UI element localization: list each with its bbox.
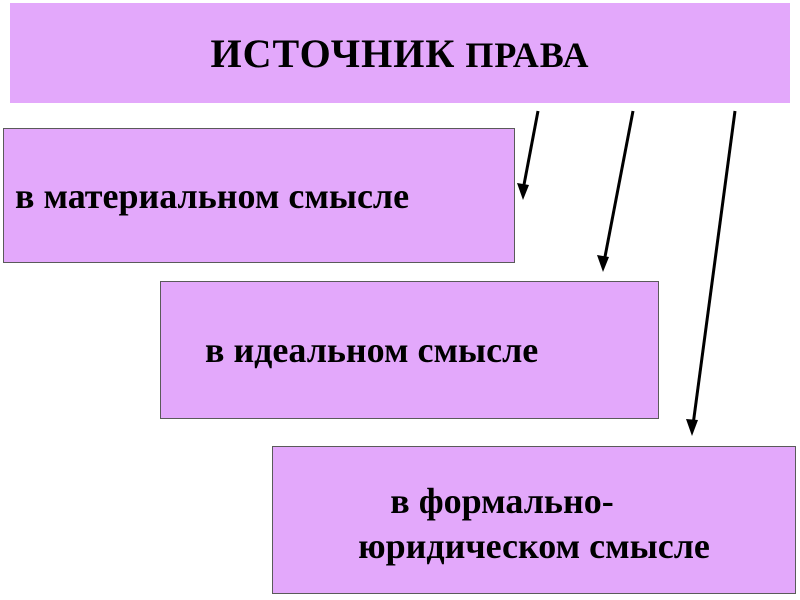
arrow-to-formal <box>686 110 737 436</box>
node-formal-label-line2: юридическом смысле <box>358 526 710 566</box>
node-material-sense: в материальном смысле <box>3 128 515 263</box>
title-main-word: ИСТОЧНИК <box>210 30 456 76</box>
node-material-label: в материальном смысле <box>15 175 410 216</box>
title-box: ИСТОЧНИК ПРАВА <box>10 3 790 103</box>
node-formal-label-line1: в формально- <box>390 481 614 521</box>
node-formal-legal-sense: в формально- юридическом смысле <box>272 446 796 594</box>
arrow-to-ideal <box>597 110 635 272</box>
diagram-title: ИСТОЧНИК ПРАВА <box>211 30 590 77</box>
arrow-to-material <box>517 110 540 200</box>
title-second-word: ПРАВА <box>455 34 590 75</box>
node-ideal-label: в идеальном смысле <box>205 330 539 370</box>
node-ideal-sense: в идеальном смысле <box>160 281 659 419</box>
